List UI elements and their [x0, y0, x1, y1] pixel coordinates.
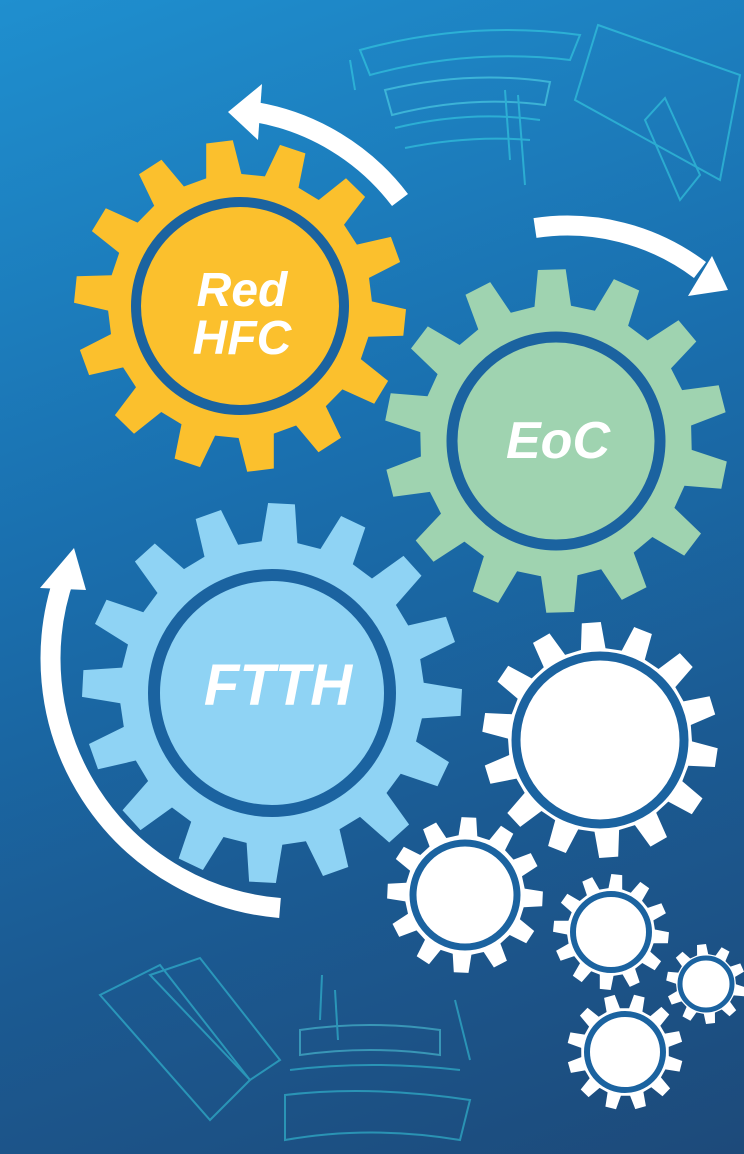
- red-hfc-label-line1: Red: [197, 264, 289, 317]
- arrowhead-top-right: [688, 256, 728, 296]
- gear-white-small-hub: [578, 899, 644, 965]
- gear-red-hfc-hub: [142, 208, 338, 404]
- gear-white-medium: [387, 817, 543, 973]
- gear-red-hfc: [74, 140, 406, 472]
- gear-eoc-ring: [446, 331, 666, 551]
- eoc-label: EoC: [506, 412, 611, 470]
- gear-white-medium-hub: [419, 849, 511, 941]
- gear-white-large-ring: [511, 651, 689, 829]
- gear-white-small-2-hub: [592, 1019, 658, 1085]
- gear-ftth-hub: [162, 583, 382, 803]
- gear-white-small-2-ring: [584, 1011, 666, 1093]
- arrow-top-right: [533, 215, 707, 279]
- arrowhead-left: [40, 548, 86, 590]
- gear-ftth-ring: [148, 569, 396, 817]
- hud-decoration-top: [349, 23, 742, 202]
- arrowheads: [40, 84, 728, 590]
- arrowhead-top-left: [228, 84, 262, 140]
- gear-white-small-ring: [570, 891, 652, 973]
- gear-eoc-hub: [458, 343, 654, 539]
- arrow-top-left: [253, 102, 408, 207]
- red-hfc-label-line2: HFC: [193, 312, 293, 365]
- gear-white-small-2: [567, 994, 683, 1110]
- hud-decoration-bottom: [98, 956, 472, 1142]
- gear-red-hfc-ring: [131, 197, 349, 415]
- gear-white-tiny-ring: [677, 955, 735, 1013]
- gear-white-tiny-hub: [684, 962, 728, 1006]
- arrow-left: [40, 571, 281, 918]
- gear-white-medium-ring: [409, 839, 521, 951]
- ftth-label: FTTH: [204, 653, 353, 718]
- gear-ftth: [82, 503, 462, 883]
- gears-layer: [74, 140, 744, 1110]
- gear-labels: Red HFC EoC FTTH: [193, 264, 612, 718]
- gear-eoc: [385, 269, 727, 613]
- gear-white-large: [482, 622, 718, 858]
- rotation-arrows: [40, 102, 707, 918]
- gear-white-small: [553, 874, 669, 990]
- gear-white-tiny: [666, 944, 744, 1024]
- gear-white-large-hub: [524, 664, 676, 816]
